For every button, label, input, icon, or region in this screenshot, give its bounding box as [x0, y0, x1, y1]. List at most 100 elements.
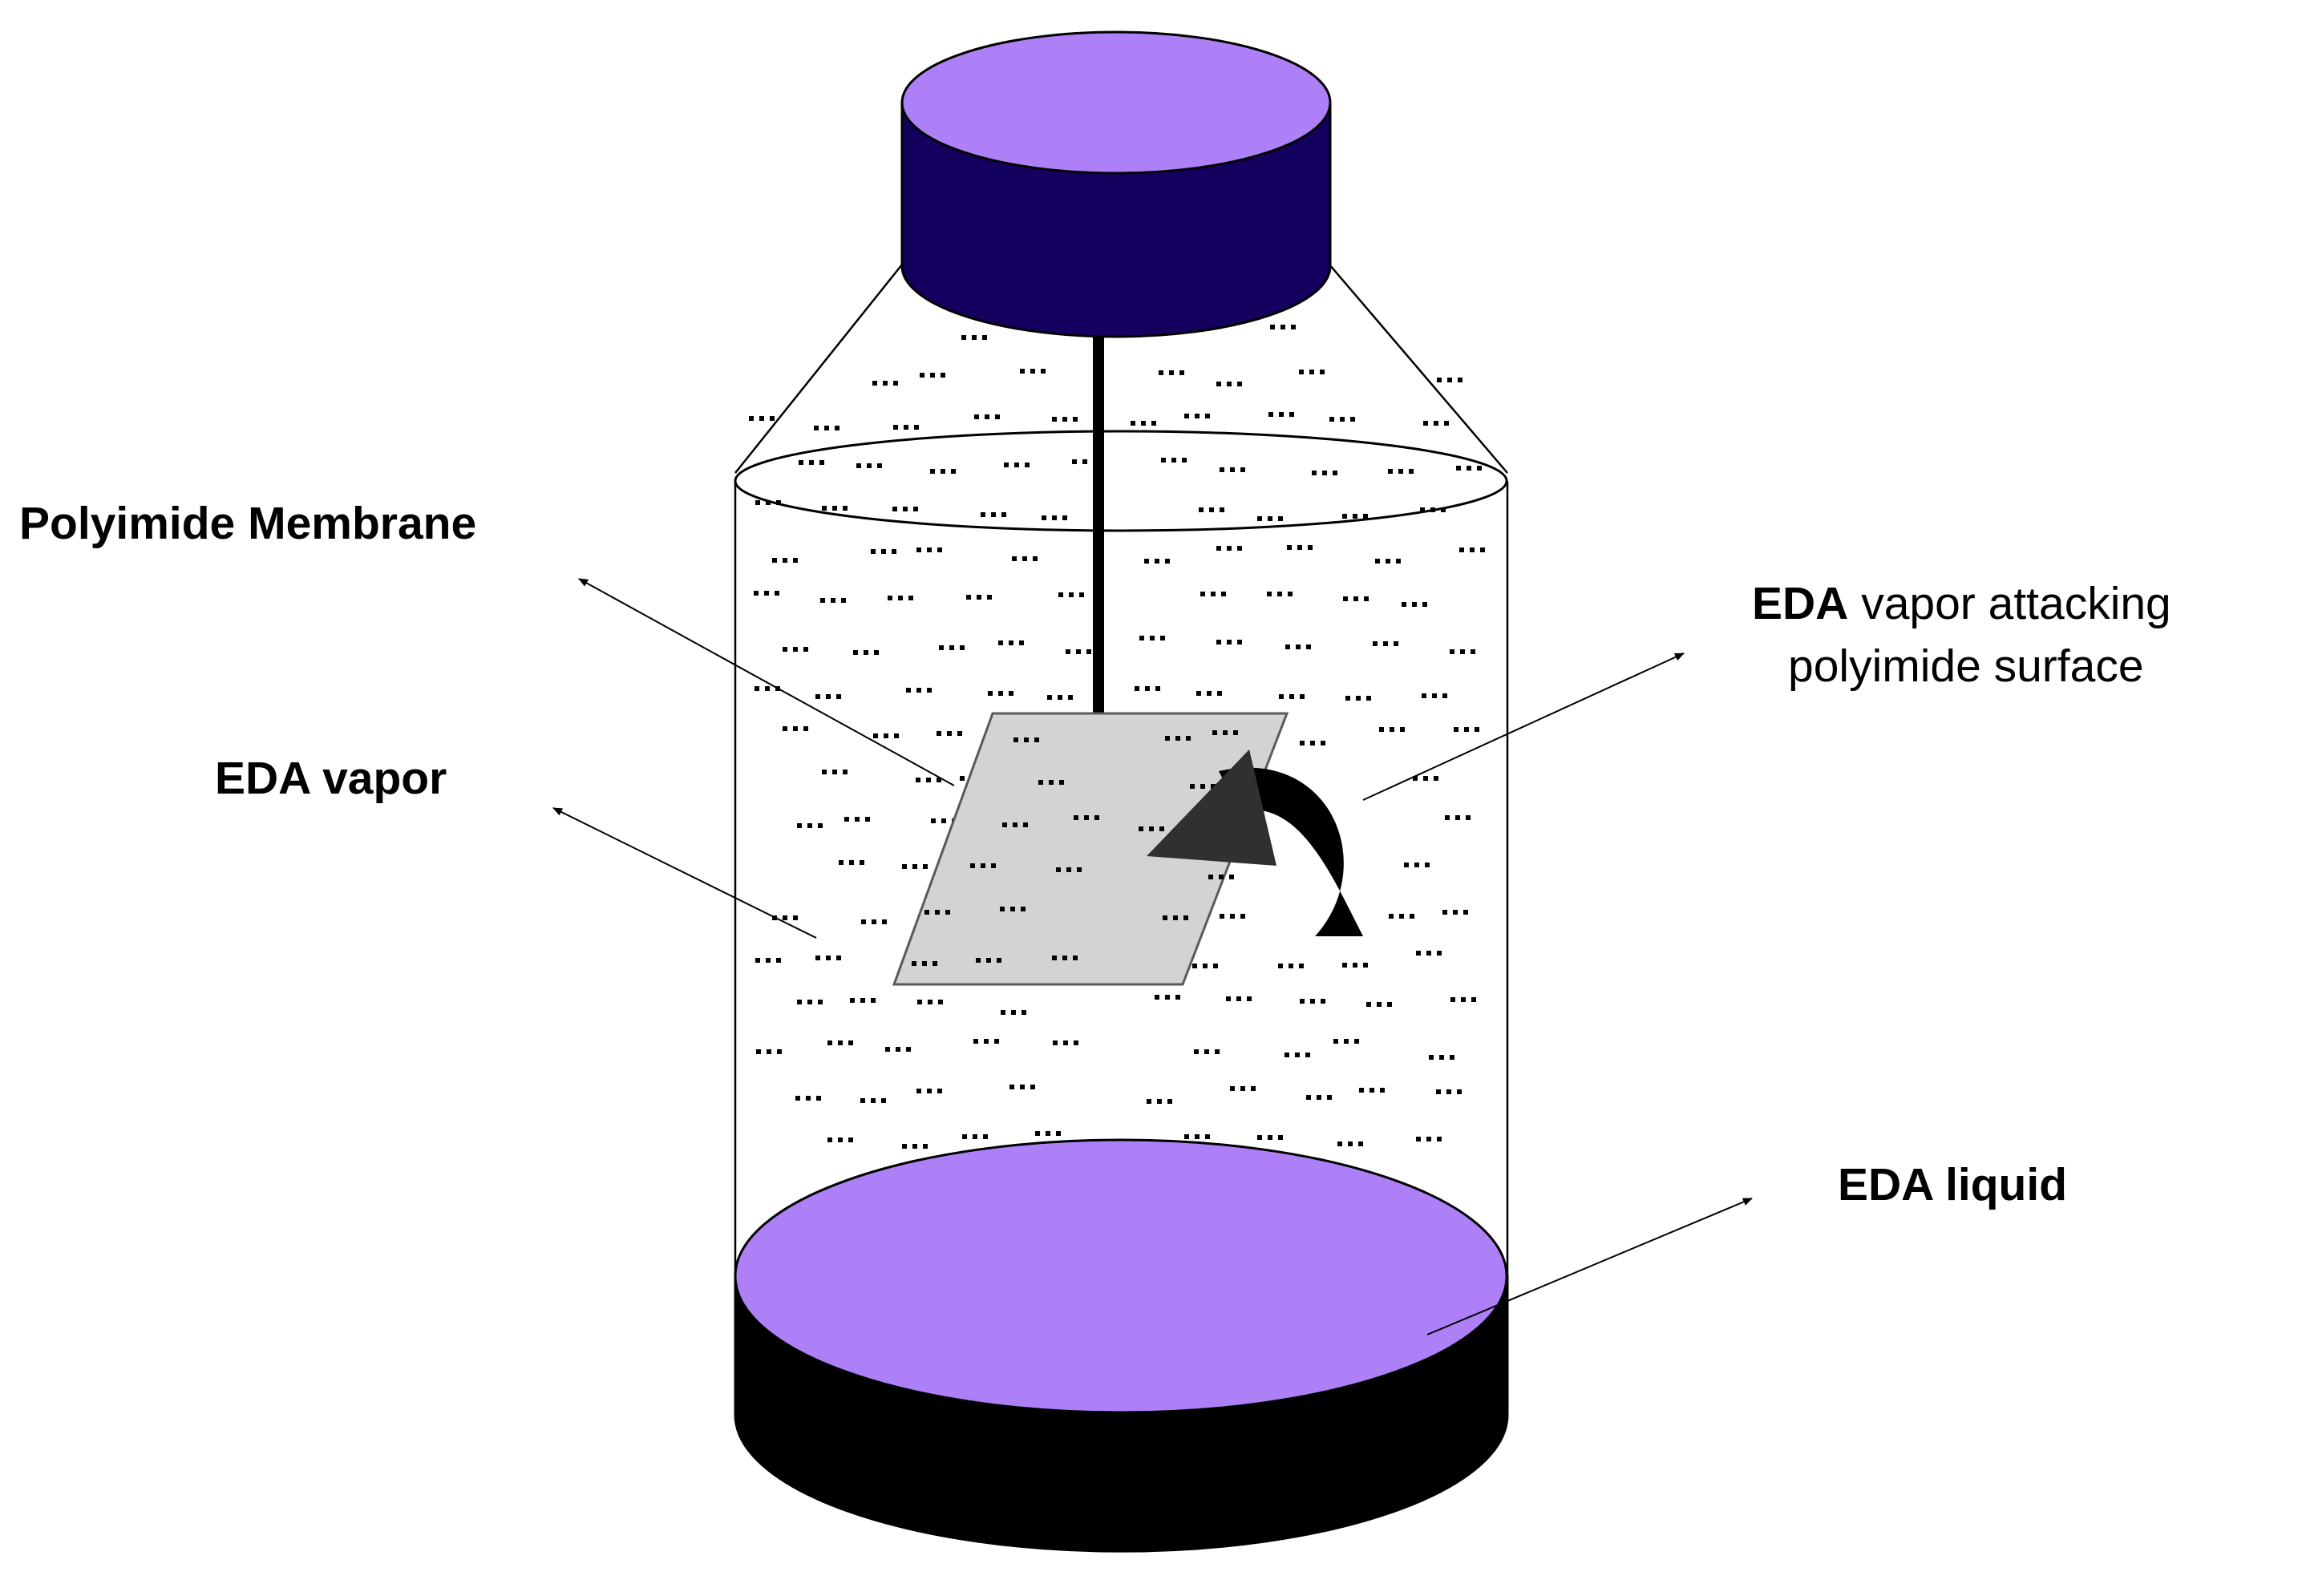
vapor-dot: [1205, 414, 1210, 418]
label-eda-vapor: EDA vapor: [215, 753, 447, 804]
vapor-dot: [927, 1089, 932, 1093]
vapor-dot: [1460, 649, 1465, 654]
vapor-dot: [960, 645, 965, 650]
vapor-dot: [1467, 466, 1471, 471]
vapor-dot: [1277, 592, 1282, 596]
polyimide-membrane-sheet: [892, 712, 1289, 986]
vapor-dot: [1094, 815, 1099, 820]
vapor-dot: [764, 591, 769, 596]
vapor-dot: [1169, 370, 1174, 375]
vapor-dot: [861, 919, 866, 924]
vapor-dot: [1063, 1040, 1068, 1045]
vapor-dot: [759, 416, 764, 421]
vapor-dot: [941, 818, 946, 823]
vapor-dot: [860, 860, 864, 865]
vapor-dot: [1285, 1053, 1289, 1057]
vapor-dot: [1442, 693, 1447, 698]
vapor-dot: [766, 958, 771, 963]
vapor-dot: [848, 1137, 853, 1142]
vapor-dot: [981, 512, 985, 517]
vapor-dot: [1333, 471, 1337, 475]
vapor-dot: [1390, 727, 1394, 732]
vapor-dot: [957, 731, 962, 736]
vapor-dot: [864, 650, 868, 655]
vapor-dot: [1454, 727, 1458, 732]
vapor-dot: [1404, 863, 1409, 867]
vapor-dot: [815, 694, 820, 699]
vapor-dot: [1175, 736, 1180, 741]
vapor-dot: [1279, 412, 1284, 417]
vapor-dot: [1139, 636, 1144, 640]
vapor-dot: [1020, 1085, 1025, 1089]
vapor-dot: [1013, 822, 1017, 827]
vapor-dot: [906, 688, 911, 693]
vapor-dot: [820, 598, 825, 603]
vapor-dot: [902, 864, 907, 869]
vapor-dot: [770, 416, 775, 421]
vapor-dot: [1186, 736, 1191, 741]
vapor-dot: [1215, 1049, 1220, 1054]
vapor-dot: [1344, 1039, 1349, 1044]
vapor-dot: [838, 1040, 843, 1045]
vapor-dot: [1306, 1095, 1311, 1100]
vapor-dot: [1230, 467, 1235, 472]
membrane-leader-arrow: [578, 578, 955, 786]
vapor-dot: [1450, 997, 1455, 1002]
vapor-dot: [1059, 780, 1064, 785]
vapor-dot: [908, 596, 913, 600]
vapor-dot: [843, 770, 848, 774]
vapor-dot: [1001, 1010, 1005, 1015]
vapor-dot: [1151, 421, 1156, 426]
vapor-dot: [755, 958, 760, 963]
vapor-dot: [1386, 559, 1390, 564]
vapor-dot: [1413, 776, 1418, 781]
vapor-dot: [1445, 815, 1450, 820]
vapor-dot: [1205, 1134, 1210, 1139]
bottle-shoulder-right: [1329, 264, 1508, 474]
vapor-dot: [1412, 602, 1417, 607]
vapor-dot: [1220, 507, 1224, 512]
vapor-dot: [1179, 370, 1184, 375]
vapor-dot: [803, 647, 808, 652]
vapor-dot: [1203, 964, 1208, 968]
vapor-dot: [931, 818, 936, 823]
vapor-dot: [1416, 951, 1421, 956]
bottle-neck-rim: [734, 430, 1508, 532]
vapor-dot: [1227, 382, 1232, 386]
vapor-dot: [884, 733, 888, 738]
vapor-dot: [807, 823, 812, 828]
vapor-dot: [1171, 458, 1176, 463]
vapor-dot: [987, 595, 992, 600]
vapor-dot: [1366, 696, 1371, 701]
vapor-dot: [1389, 914, 1394, 919]
vapor-dot: [1149, 826, 1154, 831]
vapor-dot: [1279, 694, 1284, 699]
vapor-dot: [1157, 1099, 1162, 1104]
label-eda-attack-rest: vapor attacking: [1848, 578, 2171, 629]
vapor-dot: [1009, 640, 1013, 645]
vapor-dot: [1471, 649, 1475, 654]
vapor-dot: [962, 1134, 967, 1139]
vapor-dot: [754, 591, 759, 596]
liquid-leader-arrow: [1426, 1198, 1753, 1335]
bottle: [734, 264, 1509, 1415]
vapor-dot: [1398, 469, 1403, 474]
vapor-dot: [783, 726, 787, 731]
vapor-dot: [1058, 592, 1063, 597]
vapor-dot: [1227, 546, 1232, 551]
vapor-dot: [1450, 649, 1454, 654]
vapor-dot: [1052, 515, 1057, 520]
vapor-dot: [892, 549, 896, 554]
vapor-dot: [1145, 686, 1150, 691]
vapor-dot: [1363, 514, 1368, 519]
vapor-dot: [923, 864, 928, 869]
vapor-dot: [995, 414, 1000, 419]
vapor-dot: [1159, 826, 1164, 831]
vapor-dot: [927, 688, 932, 693]
vapor-dot: [1423, 421, 1428, 426]
vapor-dot: [1009, 691, 1013, 696]
vapor-dot: [818, 1000, 823, 1004]
vapor-dot: [1042, 515, 1046, 520]
vapor-dot: [1046, 1131, 1050, 1136]
vapor-dot: [1058, 695, 1062, 700]
